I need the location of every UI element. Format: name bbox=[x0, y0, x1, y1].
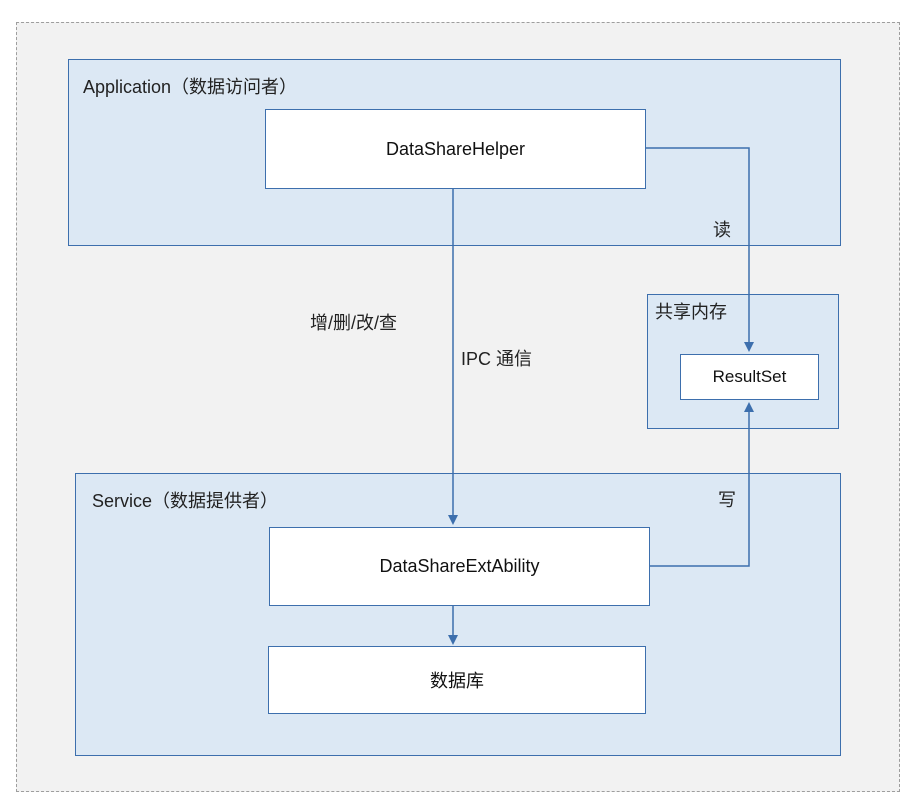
crud-label: 增/删/改/查 bbox=[310, 313, 398, 333]
shared-memory-group-label: 共享内存 bbox=[655, 302, 727, 322]
application-group-label: Application（数据访问者） bbox=[83, 77, 298, 97]
database-label: 数据库 bbox=[430, 671, 484, 691]
resultset-node: ResultSet bbox=[680, 354, 819, 400]
write-label: 写 bbox=[718, 490, 736, 510]
resultset-label: ResultSet bbox=[712, 367, 787, 386]
ipc-label: IPC 通信 bbox=[461, 349, 533, 369]
datashareextability-label: DataShareExtAbility bbox=[379, 556, 540, 576]
database-node: 数据库 bbox=[268, 646, 646, 714]
read-label: 读 bbox=[713, 220, 731, 240]
service-group-label: Service（数据提供者） bbox=[92, 491, 279, 511]
datasharehelper-node: DataShareHelper bbox=[265, 109, 646, 189]
datasharehelper-label: DataShareHelper bbox=[385, 138, 526, 159]
datashareextability-node: DataShareExtAbility bbox=[269, 527, 650, 606]
